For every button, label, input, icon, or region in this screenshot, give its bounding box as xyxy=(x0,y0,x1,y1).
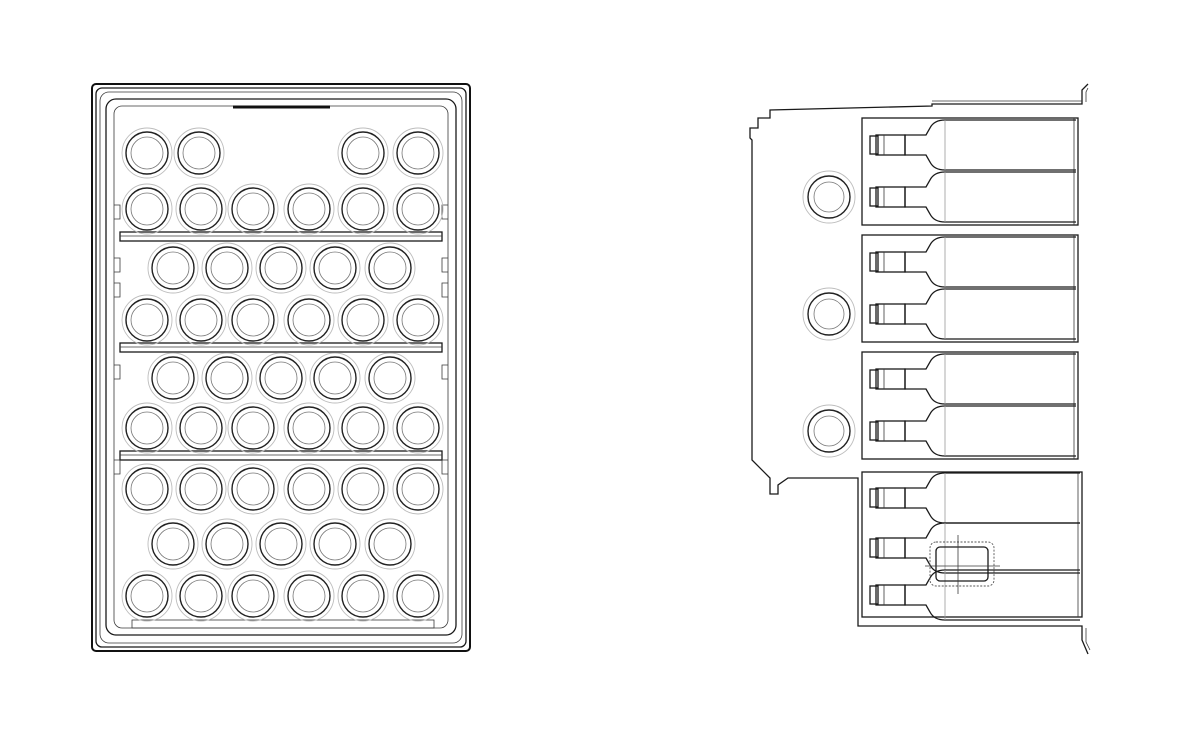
bottle-end-31 xyxy=(337,402,389,454)
bottle-end-27 xyxy=(121,402,173,454)
side-bottle-1 xyxy=(869,119,1076,171)
bottle-end-25 xyxy=(309,352,361,404)
side-bottle-group xyxy=(869,119,1080,621)
bottle-end-44 xyxy=(121,570,173,622)
side-cabinet-outline-inner xyxy=(1085,87,1091,651)
bottle-end-13 xyxy=(255,242,307,294)
side-bottle-end-3 xyxy=(802,404,856,458)
side-bottle-end-1 xyxy=(802,170,856,224)
bottle-end-35 xyxy=(227,463,279,515)
side-bottle-6 xyxy=(869,405,1076,457)
side-view xyxy=(749,83,1091,655)
cabinet-outer-frame xyxy=(91,83,471,652)
side-bottle-2 xyxy=(869,171,1076,223)
side-bottle-9 xyxy=(869,569,1080,621)
shelf-divider-3 xyxy=(119,450,443,461)
bottle-end-28 xyxy=(175,402,227,454)
bottle-end-16 xyxy=(121,294,173,346)
bottle-end-3 xyxy=(337,127,389,179)
bottle-end-45 xyxy=(175,570,227,622)
cabinet-frame-line-2 xyxy=(95,87,467,648)
side-bottle-end-2 xyxy=(802,287,856,341)
bottle-end-39 xyxy=(147,518,199,570)
bottle-end-42 xyxy=(309,518,361,570)
shelf-divider-1 xyxy=(119,231,443,242)
front-bottle-grid xyxy=(121,127,444,622)
side-cabinet-outline xyxy=(749,83,1089,655)
bottle-end-46 xyxy=(227,570,279,622)
bottle-end-14 xyxy=(309,242,361,294)
side-bottle-7 xyxy=(869,472,1080,524)
side-bottle-4 xyxy=(869,288,1076,340)
bottle-end-24 xyxy=(255,352,307,404)
bottle-end-30 xyxy=(283,402,335,454)
side-wall-bottle-ends xyxy=(802,170,856,458)
bottle-end-32 xyxy=(392,402,444,454)
cabinet-inner-liner xyxy=(113,105,449,629)
bottle-end-18 xyxy=(227,294,279,346)
side-shelf-4 xyxy=(861,471,1083,618)
bottle-end-23 xyxy=(201,352,253,404)
bottle-end-6 xyxy=(175,183,227,235)
cabinet-inner-frame xyxy=(105,98,457,636)
bottle-end-2 xyxy=(173,127,225,179)
bottle-end-48 xyxy=(337,570,389,622)
side-bottle-3 xyxy=(869,236,1076,288)
bottle-end-8 xyxy=(283,183,335,235)
side-bottle-5 xyxy=(869,353,1076,405)
bottle-end-36 xyxy=(283,463,335,515)
side-rail-brackets xyxy=(114,204,448,475)
bottom-rail xyxy=(131,619,435,629)
bottle-end-5 xyxy=(121,183,173,235)
bottle-end-41 xyxy=(255,518,307,570)
bottle-end-17 xyxy=(175,294,227,346)
bottle-end-43 xyxy=(364,518,416,570)
control-box xyxy=(925,535,1000,594)
shelf-divider-2 xyxy=(119,342,443,353)
bottle-end-19 xyxy=(283,294,335,346)
bottle-end-21 xyxy=(392,294,444,346)
cabinet-frame-line-3 xyxy=(99,91,463,644)
bottle-end-49 xyxy=(392,570,444,622)
bottle-end-11 xyxy=(147,242,199,294)
bottle-end-34 xyxy=(175,463,227,515)
bottle-end-40 xyxy=(201,518,253,570)
bottle-end-29 xyxy=(227,402,279,454)
side-bottle-8 xyxy=(869,522,1080,574)
bottle-end-15 xyxy=(364,242,416,294)
bottle-end-20 xyxy=(337,294,389,346)
bottle-end-38 xyxy=(392,463,444,515)
bottle-end-26 xyxy=(364,352,416,404)
bottle-end-10 xyxy=(392,183,444,235)
front-view xyxy=(91,83,471,652)
bottle-end-1 xyxy=(121,127,173,179)
bottle-end-37 xyxy=(337,463,389,515)
bottle-end-9 xyxy=(337,183,389,235)
bottle-end-4 xyxy=(392,127,444,179)
bottle-end-12 xyxy=(201,242,253,294)
bottle-end-47 xyxy=(283,570,335,622)
bottle-end-22 xyxy=(147,352,199,404)
bottle-end-7 xyxy=(227,183,279,235)
bottle-end-33 xyxy=(121,463,173,515)
